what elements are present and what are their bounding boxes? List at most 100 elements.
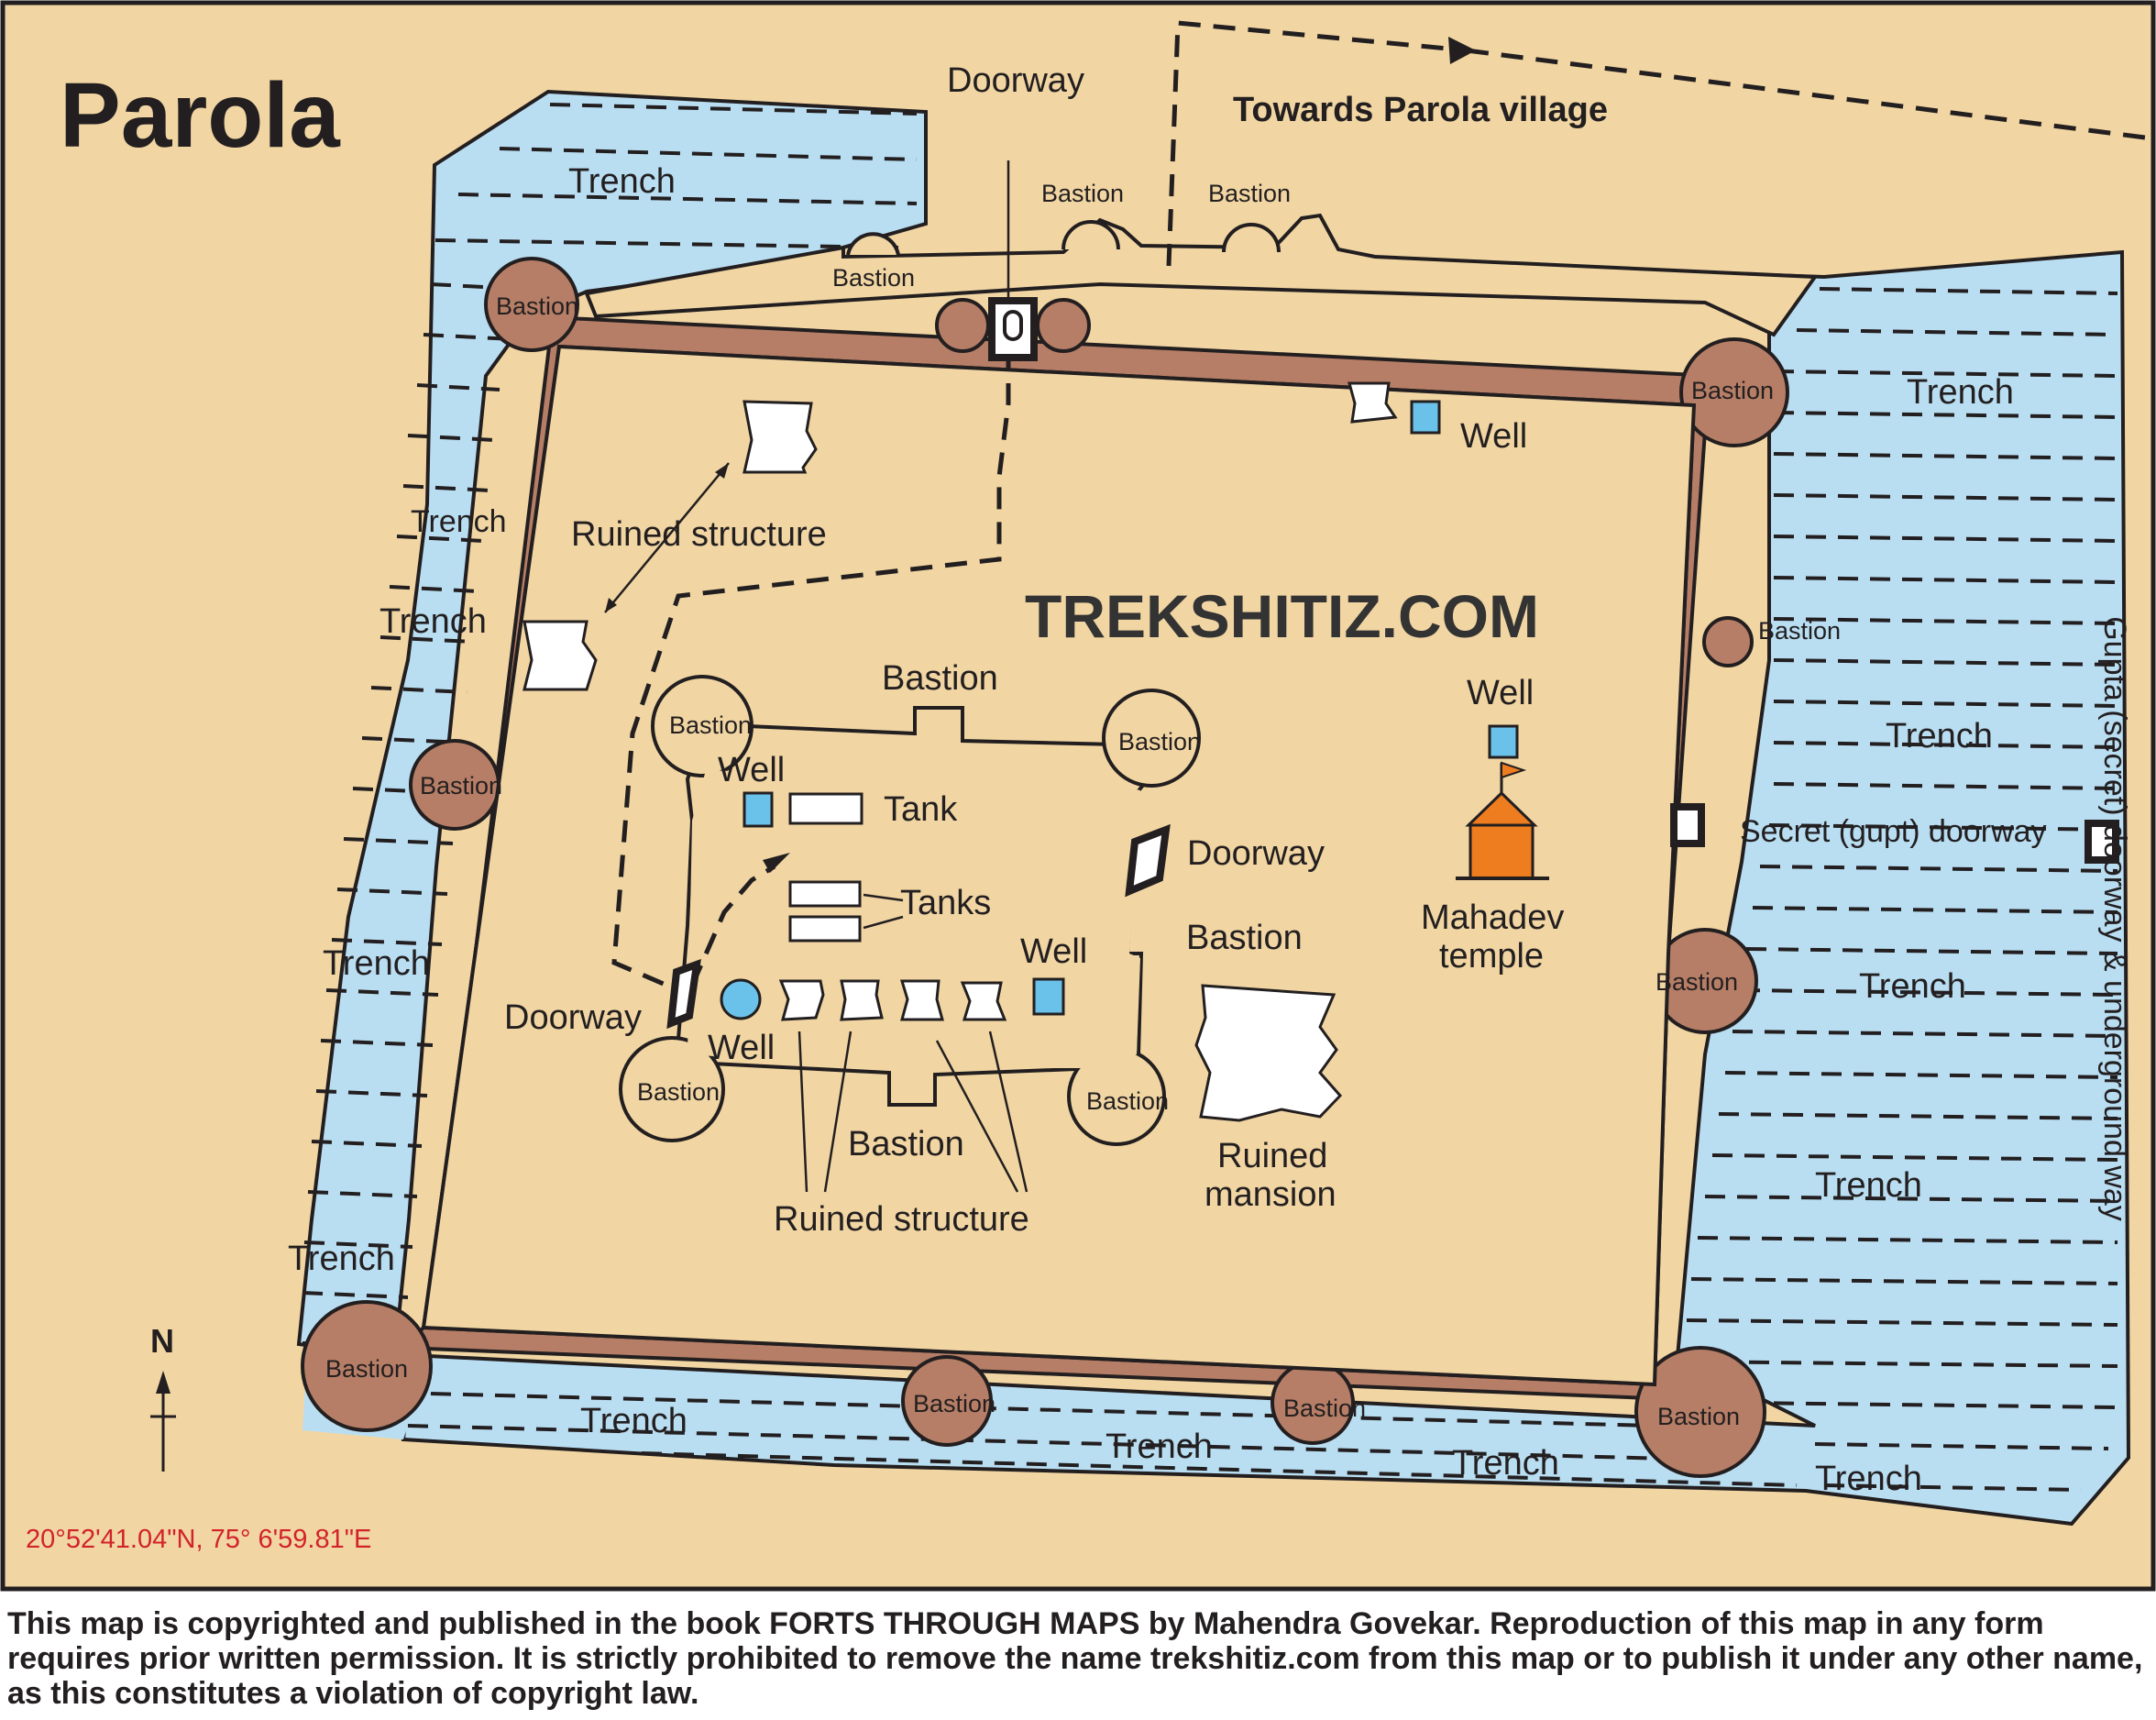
outer-ruins <box>522 381 1398 691</box>
bastion-s1-label: Bastion <box>913 1390 996 1417</box>
north-strip <box>584 213 1819 337</box>
doorway-inner-east-label: Doorway <box>1187 834 1325 873</box>
north-arrow <box>150 1371 176 1472</box>
trench-e4-label: Trench <box>1815 1166 1922 1205</box>
trench-south-east <box>401 249 2131 1527</box>
tank-b-shape <box>788 915 862 943</box>
inner-fort <box>619 675 1201 1193</box>
north-gate <box>988 160 1038 361</box>
trench-e2-label: Trench <box>1886 717 1993 755</box>
mahadev-temple-label-1: Mahadev <box>1421 899 1564 937</box>
inner-bastion-sw-shape <box>619 1036 725 1142</box>
well-temple-label: Well <box>1467 674 1534 712</box>
well-ne-label: Well <box>1460 417 1527 456</box>
bastion-top-c-label: Bastion <box>832 264 915 292</box>
map-labels: Parola TREKSHITIZ.COM Towards Parola vil… <box>26 61 2132 1554</box>
inner-bastion-east-label: Bastion <box>1186 919 1303 957</box>
arrow-head-west <box>605 598 617 612</box>
bastion-nw-shape <box>484 257 579 352</box>
bastion-gate-left <box>935 298 990 353</box>
north-bastion-b <box>1062 220 1120 250</box>
trench-e5-label: Trench <box>1815 1460 1922 1498</box>
trench-s1-label: Trench <box>580 1402 688 1440</box>
bastion-gate-right <box>1036 298 1091 353</box>
bastion-s1-shape <box>901 1355 993 1447</box>
inner-well-3-label: Well <box>1020 932 1087 971</box>
doorway-top-label: Doorway <box>947 61 1084 100</box>
ruined-structure-top-label: Ruined structure <box>571 515 827 554</box>
trench-e3-label: Trench <box>1859 967 1966 1006</box>
trench-w3-label: Trench <box>323 944 430 983</box>
ruined-structure-inner-label: Ruined structure <box>774 1200 1029 1239</box>
trench-w1-label: Trench <box>411 504 507 539</box>
watermark-brand: TREKSHITIZ.COM <box>1025 582 1539 650</box>
north-outer-strip <box>584 213 1819 337</box>
well-ne-icon <box>1410 400 1441 435</box>
ruin-west <box>522 620 598 691</box>
tanks-label: Tanks <box>900 884 991 922</box>
inner-well-1-icon <box>742 791 774 828</box>
doorway-inner-west-label: Doorway <box>504 998 642 1037</box>
copyright-notice: This map is copyrighted and published in… <box>7 1606 2143 1711</box>
ruin-ne <box>1348 381 1398 424</box>
inner-well-3-icon <box>1032 977 1065 1016</box>
bastion-east-lower-label: Bastion <box>1656 968 1738 996</box>
towards-arrow <box>1448 37 1476 64</box>
ruined-mansion-label-1: Ruined <box>1217 1137 1327 1175</box>
inner-bastion-top-label: Bastion <box>882 659 998 698</box>
bastion-ne-label: Bastion <box>1691 377 1774 404</box>
secret-door-outer <box>2084 820 2119 864</box>
inner-doorway-east-icon <box>1125 823 1171 898</box>
bastion-se-shape <box>1634 1346 1766 1478</box>
inner-bastion-ne-shape <box>1102 689 1201 788</box>
inner-ruins <box>778 979 1007 1021</box>
trench-s2-label: Trench <box>1106 1428 1213 1466</box>
inner-bastion-ne-label: Bastion <box>1118 728 1201 755</box>
ruined-mansion-shape <box>1194 984 1343 1122</box>
inner-well-2-icon <box>720 978 762 1020</box>
inner-bastion-bottom-label: Bastion <box>848 1125 964 1163</box>
bastion-ne-shape <box>1679 337 1789 447</box>
trench-nw-label: Trench <box>568 162 676 201</box>
bastion-s2-label: Bastion <box>1283 1395 1366 1422</box>
north-bastion-a <box>846 232 900 256</box>
arrow-head-top <box>715 463 729 479</box>
inner-bastion-se-label: Bastion <box>1086 1087 1169 1115</box>
trench-w2-label: Trench <box>380 602 487 641</box>
map-title: Parola <box>60 64 341 167</box>
inner-path <box>689 864 776 987</box>
bastion-sw-shape <box>301 1300 433 1432</box>
mahadev-temple-icon <box>1456 761 1549 880</box>
trench-west <box>296 89 928 1358</box>
bastion-east-label: Bastion <box>1758 617 1841 645</box>
secret-door-wall <box>1670 803 1705 847</box>
towards-village-label: Towards Parola village <box>1233 91 1608 129</box>
tank-a-shape <box>788 880 862 908</box>
secret-doorway-label: Secret (gupt) doorway <box>1740 814 2047 849</box>
bastion-top-b-label: Bastion <box>1208 180 1291 207</box>
trench-w4-label: Trench <box>288 1240 395 1278</box>
inner-well-1-label: Well <box>718 751 785 789</box>
outer-wells <box>1410 400 1519 759</box>
secret-doorways <box>1670 803 2119 864</box>
bastion-east-shape <box>1702 616 1754 667</box>
inner-bastion-nw-shape <box>651 675 754 777</box>
north-gate-door <box>1003 310 1023 341</box>
inner-bastion-sw-label: Bastion <box>637 1078 720 1106</box>
bastion-nw-label: Bastion <box>496 292 578 320</box>
bastion-se-label: Bastion <box>1657 1403 1740 1430</box>
well-temple-icon <box>1488 724 1519 759</box>
trench-s3-label: Trench <box>1452 1444 1559 1483</box>
ruined-mansion-label-2: mansion <box>1204 1175 1336 1214</box>
gupta-side-label: Gupta (secret) doorway & underground way <box>2097 616 2132 1221</box>
tank-shape <box>788 792 864 825</box>
mahadev-temple-label-2: temple <box>1439 937 1544 976</box>
coordinates-label: 20°52'41.04"N, 75° 6'59.81"E <box>26 1525 371 1554</box>
north-path <box>611 20 2146 993</box>
north-label: N <box>150 1322 174 1360</box>
inner-doorway-west-icon <box>666 958 701 1030</box>
inner-bastion-nw-label: Bastion <box>669 711 752 739</box>
ruin-top <box>742 400 818 474</box>
bastion-sw-label: Bastion <box>325 1355 408 1383</box>
